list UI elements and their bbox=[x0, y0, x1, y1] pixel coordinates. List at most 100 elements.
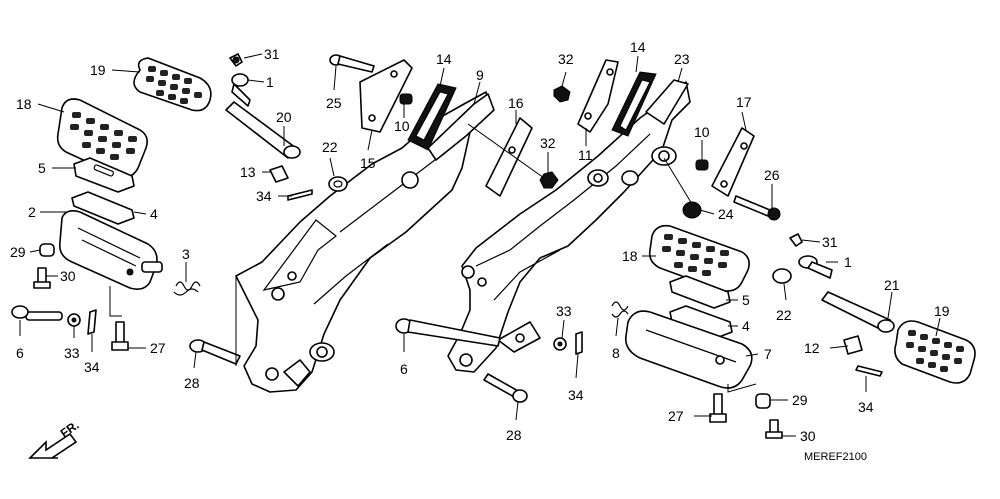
part-34-cotter-left bbox=[87, 309, 97, 335]
part-22-washer-right bbox=[772, 268, 792, 284]
callout-13: 13 bbox=[240, 164, 256, 180]
part-20-pivot-left bbox=[225, 101, 301, 159]
callout-16: 16 bbox=[508, 95, 524, 111]
part-13-plate bbox=[269, 165, 289, 183]
callout-4-right: 4 bbox=[742, 318, 750, 334]
part-10-collar-right bbox=[695, 159, 709, 171]
part-28-bolt-left bbox=[189, 339, 241, 365]
callout-30-left: 30 bbox=[60, 268, 76, 284]
callout-18-left: 18 bbox=[16, 96, 32, 112]
callout-10-left: 10 bbox=[394, 118, 410, 134]
callout-5-right: 5 bbox=[742, 292, 750, 308]
part-31-bolt-right bbox=[789, 233, 803, 247]
part-24-cap bbox=[682, 201, 702, 219]
callout-19-right: 19 bbox=[934, 303, 950, 319]
callout-5-left: 5 bbox=[38, 160, 46, 176]
callout-26: 26 bbox=[764, 167, 780, 183]
callout-19-left: 19 bbox=[90, 62, 106, 78]
callout-1-right: 1 bbox=[844, 254, 852, 270]
part-6-pin-right bbox=[395, 318, 501, 347]
part-29-bush-right bbox=[755, 393, 771, 409]
part-17-plate bbox=[711, 127, 755, 197]
left-footpeg-assembly bbox=[11, 53, 313, 351]
callout-6-left: 6 bbox=[16, 345, 24, 361]
callout-32-mid: 32 bbox=[540, 135, 556, 151]
callout-17: 17 bbox=[736, 94, 752, 110]
callout-3: 3 bbox=[182, 246, 190, 262]
part-22-washer-left bbox=[328, 176, 348, 192]
callout-31-right: 31 bbox=[822, 234, 838, 250]
callout-33-left: 33 bbox=[64, 345, 80, 361]
part-19-rubber-left bbox=[133, 57, 212, 112]
part-18-rubber-right bbox=[648, 224, 750, 292]
callout-8: 8 bbox=[612, 345, 620, 361]
callout-24: 24 bbox=[718, 206, 734, 222]
callout-4-left: 4 bbox=[150, 206, 158, 222]
part-32-nut-right bbox=[553, 85, 571, 103]
part-30-bolt-right bbox=[765, 419, 783, 439]
callout-31-left: 31 bbox=[264, 46, 280, 62]
part-16-bracket bbox=[485, 117, 533, 197]
callout-14-left: 14 bbox=[436, 51, 452, 67]
callout-29-right: 29 bbox=[792, 392, 808, 408]
callout-9: 9 bbox=[476, 67, 484, 83]
callout-29-left: 29 bbox=[10, 244, 26, 260]
part-4-pad-left bbox=[71, 191, 135, 225]
callout-34-lower: 34 bbox=[858, 399, 874, 415]
part-23-bracket bbox=[645, 79, 689, 125]
callout-18-right: 18 bbox=[622, 248, 638, 264]
part-34-pin-right bbox=[575, 331, 583, 355]
callout-12: 12 bbox=[804, 340, 820, 356]
callout-32-top: 32 bbox=[558, 51, 574, 67]
callout-34-upper: 34 bbox=[256, 188, 272, 204]
callout-labels: 31 1 19 18 20 5 13 34 2 4 29 30 3 6 33 3… bbox=[10, 39, 950, 444]
part-7-peg-right bbox=[624, 310, 753, 389]
callout-27-left: 27 bbox=[150, 340, 166, 356]
leader-lines bbox=[19, 53, 941, 437]
callout-30-right: 30 bbox=[800, 428, 816, 444]
left-step-bracket bbox=[189, 54, 559, 393]
part-19-rubber-right bbox=[894, 320, 976, 384]
part-10-collar-left bbox=[399, 93, 413, 105]
callout-28-right: 28 bbox=[506, 427, 522, 443]
part-32-nut-left bbox=[539, 171, 559, 189]
callout-6-right: 6 bbox=[400, 361, 408, 377]
part-30-bolt-left bbox=[33, 267, 51, 289]
part-25-bolt bbox=[329, 54, 375, 73]
callout-21: 21 bbox=[884, 277, 900, 293]
part-27-bolt-left bbox=[111, 321, 129, 351]
callout-22-left: 22 bbox=[322, 139, 338, 155]
callout-1-left: 1 bbox=[266, 74, 274, 90]
part-3-spring bbox=[173, 281, 201, 296]
callout-28-left: 28 bbox=[184, 375, 200, 391]
part-8-spring bbox=[611, 301, 629, 318]
callout-14-right: 14 bbox=[630, 39, 646, 55]
part-5-plate-left bbox=[73, 157, 135, 193]
callout-22-right: 22 bbox=[776, 307, 792, 323]
part-18-rubber-left bbox=[56, 98, 148, 178]
callout-27-right: 27 bbox=[668, 408, 684, 424]
callout-34-left: 34 bbox=[84, 359, 100, 375]
part-6-pin-left bbox=[11, 305, 63, 321]
front-label: FR. bbox=[58, 418, 82, 441]
part-12-plate bbox=[843, 335, 863, 355]
callout-34-right: 34 bbox=[568, 387, 584, 403]
part-34-pin-lower bbox=[855, 365, 883, 377]
part-28-bolt-right bbox=[483, 373, 528, 403]
callout-10-right: 10 bbox=[694, 124, 710, 140]
part-5-plate-right bbox=[669, 275, 731, 309]
callout-2: 2 bbox=[28, 204, 36, 220]
right-step-bracket bbox=[395, 59, 781, 403]
callout-25: 25 bbox=[326, 95, 342, 111]
part-15-plate bbox=[359, 59, 413, 133]
callout-33-right: 33 bbox=[556, 303, 572, 319]
part-26-bolt bbox=[733, 195, 781, 221]
callout-11: 11 bbox=[578, 147, 593, 163]
right-footpeg-assembly bbox=[611, 224, 976, 439]
part-21-pivot bbox=[821, 291, 895, 333]
part-34-pin-upper bbox=[287, 189, 313, 201]
part-31-bolt-left bbox=[229, 53, 243, 67]
callout-15: 15 bbox=[360, 155, 376, 171]
